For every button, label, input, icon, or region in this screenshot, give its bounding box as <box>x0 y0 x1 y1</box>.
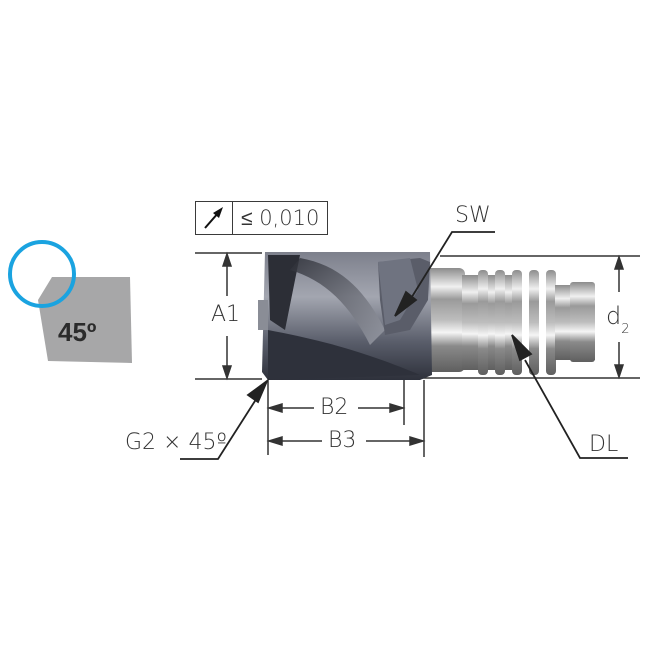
chamfer-angle-label: 45º <box>58 317 97 347</box>
dim-label-g2-chamfer: G2 × 45º <box>125 430 227 455</box>
runout-tolerance-frame: ≤ 0,010 <box>195 201 329 235</box>
dim-label-a1: A1 <box>211 302 241 327</box>
cutting-head <box>258 252 432 380</box>
dim-label-d2-subscript: 2 <box>621 322 630 337</box>
chamfer-badge-icon <box>8 240 132 363</box>
dim-label-b3: B3 <box>328 428 357 453</box>
runout-arrow-icon <box>196 202 233 234</box>
dim-label-sw: SW <box>455 203 491 228</box>
dim-label-d2: d2 <box>606 302 630 336</box>
dim-label-d2-main: d <box>606 302 622 330</box>
shank <box>425 268 595 375</box>
dim-label-b2: B2 <box>320 395 349 420</box>
dim-label-dl: DL <box>589 432 619 457</box>
runout-tolerance-value: ≤ 0,010 <box>241 205 320 230</box>
